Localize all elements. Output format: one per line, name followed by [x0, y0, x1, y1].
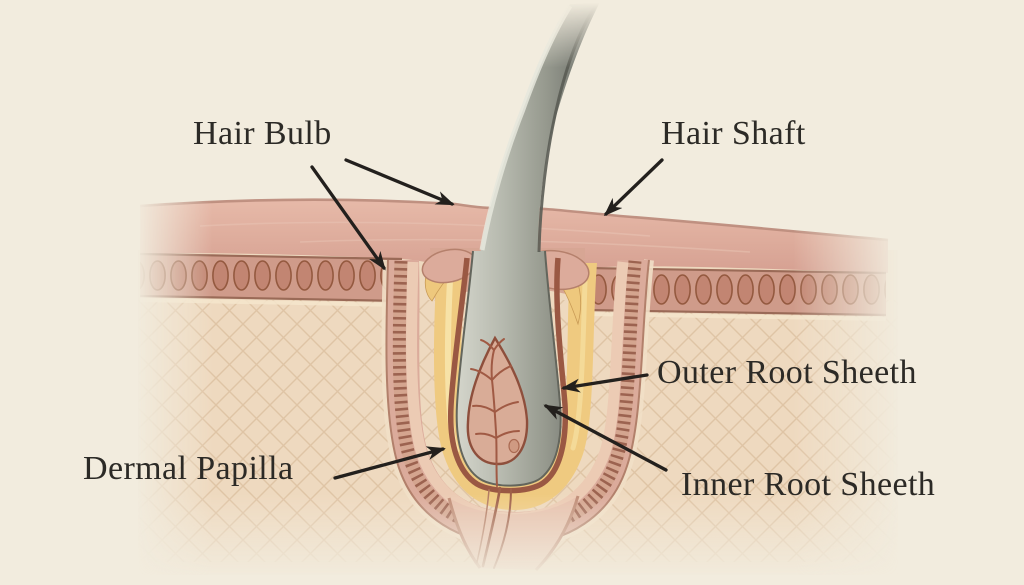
follicle-stalk: [447, 495, 580, 572]
hair-follicle: [381, 248, 654, 572]
label-dermal-papilla: Dermal Papilla: [83, 450, 294, 487]
dermal-papilla-arrow: [333, 446, 446, 480]
inner-root-sheath-arrow: [543, 404, 668, 472]
hair-bulb-arrow-surface: [344, 158, 455, 206]
annotation-arrows: [310, 158, 668, 480]
label-inner-root-sheath: Inner Root Sheeth: [681, 466, 936, 503]
label-hair-shaft: Hair Shaft: [661, 115, 806, 152]
outer-root-sheath-arrow: [561, 373, 649, 393]
hair-shaft-arrow: [603, 158, 664, 217]
hair-bulb-arrow-follicle: [310, 165, 386, 271]
label-hair-bulb: Hair Bulb: [193, 115, 332, 152]
papilla-blood-vessels: [470, 338, 520, 487]
stalk-blood-vessels: [476, 486, 512, 569]
hair-shaft-shape: [479, 2, 600, 254]
label-outer-root-sheath: Outer Root Sheeth: [657, 354, 917, 391]
papilla-capillary-loop: [508, 438, 520, 454]
